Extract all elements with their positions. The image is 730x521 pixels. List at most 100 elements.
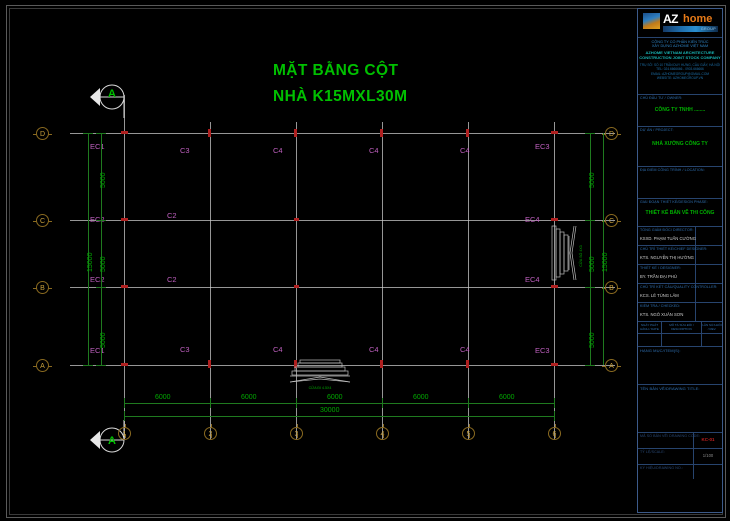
company-logo: AZ home GROUP [638, 9, 722, 37]
titleblock-company-row: CÔNG TY CỔ PHẦN KIẾN TRÚC XÂY DỰNG AZHOM… [638, 38, 722, 95]
signature-value-4: KTS. NGÔ XUÂN SƠN [640, 312, 684, 317]
column-mark [208, 360, 211, 368]
signature-label-4: KIỂM TRA / CHECKED: [640, 304, 681, 308]
signature-value-0: KSXD. PHẠM TUẤN CƯỜNG [640, 236, 696, 241]
phase-value: THIẾT KẾ BẢN VẼ THI CÔNG [645, 210, 715, 216]
svg-text:A: A [108, 435, 116, 447]
column-label: EC3 [535, 142, 550, 151]
dimension-total-length: 30000 [320, 407, 340, 414]
grid-bubble-5: 5 [462, 424, 475, 440]
svg-text:A: A [108, 88, 116, 100]
company-address-3: EMAIL: AZHOMEGROUP@GMAIL.COM [651, 71, 709, 76]
dim-tick [382, 398, 383, 408]
revision-col-rev: LẦN SỬA ĐỔI / REV. [702, 322, 722, 333]
column-mark [121, 363, 128, 366]
grid-bubble-A: A [33, 359, 52, 372]
dimension-bay-3: 6000 [327, 394, 343, 401]
dimension-right-3: 5000 [589, 332, 596, 348]
footer-value-0: KC-01 [701, 437, 715, 442]
titleblock-location-row: ĐỊA ĐIỂM CÔNG TRÌNH / LOCATION: [638, 167, 722, 199]
gridline-B [70, 287, 615, 288]
grid-bubble-1: 1 [118, 424, 131, 440]
project-value: NHÀ XƯỞNG CÔNG TY [652, 141, 708, 147]
gridline-1 [124, 95, 125, 440]
column-label: C4 [369, 345, 379, 354]
dimension-bay-1: 6000 [155, 394, 171, 401]
revision-col-date: NGÀY PHÁT HÀNH / DATE [638, 322, 662, 333]
revision-col-0: NGÀY PHÁT HÀNH / DATE [640, 323, 659, 331]
column-mark [466, 129, 469, 137]
logo-az-text: AZ [663, 12, 679, 26]
dimension-bay-4: 6000 [413, 394, 429, 401]
drawing-title-line1: MẶT BẰNG CỘT [273, 62, 399, 79]
grid-bubble-A-right: A [602, 359, 621, 372]
gridline-4 [382, 122, 383, 440]
footer-label-1: TỶ LỆ/SCALE: [640, 450, 665, 454]
titleblock-owner-row: CHỦ ĐẦU TƯ / OWNER: CÔNG TY TNHH .......… [638, 95, 722, 127]
signature-label-2: THIẾT KẾ / DESIGNER: [640, 266, 681, 270]
signature-cell-label: THIẾT KẾ / DESIGNER: BY. TRẦN ĐẠI PHÚ [638, 265, 696, 283]
signature-row-chief-designer: CHỦ TRÌ THIẾT KẾ/CHIEF DESIGNER: KTS. NG… [638, 246, 722, 265]
dimension-line-vertical-total [88, 133, 89, 365]
column-label: EC2 [90, 215, 105, 224]
drawing-title-line2: NHÀ K15MXL30M [273, 88, 408, 105]
column-mark [551, 363, 558, 366]
titleblock-project-row: DỰ ÁN / PROJECT: NHÀ XƯỞNG CÔNG TY [638, 127, 722, 167]
grid-bubble-6: 6 [548, 424, 561, 440]
signature-label-3: CHỦ TRÌ KẾT CẤU/QUALITY CONTROLLER: [640, 285, 718, 289]
dimension-line-bays [124, 403, 555, 404]
dim-tick [96, 365, 106, 366]
company-vn-1: CÔNG TY CỔ PHẦN KIẾN TRÚC [651, 40, 709, 44]
door-detail-symbol: CỬA ĐI 4.5X4 [289, 359, 351, 390]
grid-bubble-D-right: D [602, 127, 621, 140]
logo-group-text: GROUP [700, 27, 716, 31]
column-mark [380, 360, 383, 368]
signature-cell-label: TỔNG GIÁM ĐỐC/ DIRECTOR: KSXD. PHẠM TUẤN… [638, 227, 696, 245]
grid-bubble-B-right: B [602, 281, 621, 294]
logo-bar: GROUP [663, 26, 718, 32]
dimension-line-vertical-bays [101, 133, 102, 365]
revision-col-1: MÔ TẢ SỬA ĐỔI / DESCRIPTION [669, 323, 694, 331]
logo-image-icon [643, 13, 660, 29]
project-label: DỰ ÁN / PROJECT: [640, 128, 674, 132]
titleblock-drawing-title-row: TÊN BẢN VẼ/DRAWING TITLE: [638, 385, 722, 433]
column-label: EC1 [90, 142, 105, 151]
signature-value-1: KTS. NGUYỄN THỊ HƯỜNG [640, 255, 694, 260]
gridline-5 [468, 122, 469, 440]
column-label: C3 [180, 345, 190, 354]
gridline-2 [210, 122, 211, 440]
footer-value-1: 1/100 [702, 453, 714, 458]
grid-bubble-B: B [33, 281, 52, 294]
column-mark [551, 218, 558, 221]
column-mark [551, 131, 558, 134]
footer-scale-label-cell: TỶ LỆ/SCALE: [638, 449, 694, 464]
signature-value-2: BY. TRẦN ĐẠI PHÚ [640, 274, 677, 279]
dim-tick [210, 398, 211, 408]
dimension-vertical-2: 5000 [100, 256, 107, 272]
grid-bubble-C: C [33, 214, 52, 227]
column-label: EC2 [90, 275, 105, 284]
dimension-right-total: 15000 [602, 252, 609, 272]
dim-tick [83, 133, 93, 134]
revision-col-2: LẦN SỬA ĐỔI / REV. [702, 323, 722, 331]
column-mark [121, 218, 128, 221]
door-note: CỬA ĐI 4.5X4 [309, 385, 332, 390]
footer-row-code: MÃ SỐ BẢN VẼ/ DRAWING CODE: KC-01 [638, 433, 722, 449]
column-label: C2 [167, 211, 177, 220]
footer-label-0: MÃ SỐ BẢN VẼ/ DRAWING CODE: [640, 434, 701, 438]
dim-tick [585, 133, 595, 134]
footer-row-number: KÝ HIỆU/DRAWING NO.: [638, 465, 722, 479]
column-label: EC1 [90, 346, 105, 355]
revision-entry-row [638, 334, 722, 347]
signature-row-designer: THIẾT KẾ / DESIGNER: BY. TRẦN ĐẠI PHÚ [638, 265, 722, 284]
dim-tick [96, 133, 106, 134]
column-mark [294, 360, 297, 368]
column-mark [121, 285, 128, 288]
revision-entry-date [638, 334, 662, 346]
dimension-vertical-total: 15000 [87, 252, 94, 272]
footer-label-2: KÝ HIỆU/DRAWING NO.: [640, 466, 683, 470]
footer-code-label-cell: MÃ SỐ BẢN VẼ/ DRAWING CODE: [638, 433, 701, 448]
dimension-vertical-1: 5000 [100, 172, 107, 188]
column-mark [380, 129, 383, 137]
